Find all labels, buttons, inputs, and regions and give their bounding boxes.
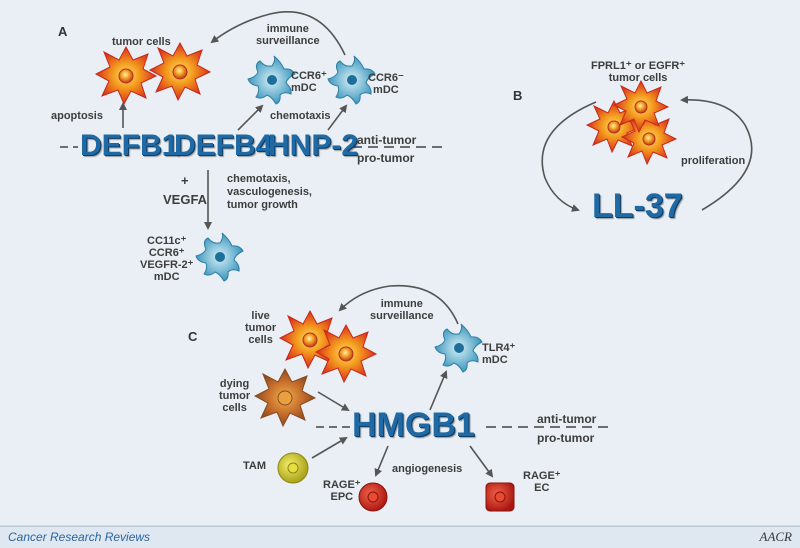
dying-tumor-cell-icon [253, 367, 317, 428]
loop-arrow-right [680, 95, 753, 211]
panel-c-label: C [188, 329, 198, 344]
dendritic-cell-icon [195, 232, 244, 282]
dendritic-cell-icon [434, 323, 483, 373]
hmgb1-label: HMGB1 [352, 406, 475, 444]
ccr6-neg-mdc-label: CCR6⁻ mDC [368, 72, 404, 96]
plus-sign: + [181, 173, 189, 188]
anti-tumor-label: anti-tumor [357, 133, 417, 147]
live-cells-label: live tumor cells [245, 310, 277, 346]
chemotaxis-arrow [327, 104, 348, 131]
proliferation-label: proliferation [681, 155, 746, 167]
angiogenesis-arrow [374, 445, 389, 477]
tumor-cell-icon [612, 79, 670, 134]
release-arrow [317, 391, 350, 412]
tumor-cell-icon [314, 323, 378, 384]
panel-a-label: A [58, 24, 68, 39]
cd11c-mdc-label: CC11c⁺ CCR6⁺ VEGFR-2⁺ mDC [140, 235, 194, 283]
tumor-cell-icon [94, 45, 158, 106]
vegfa-label: VEGFA [163, 192, 208, 207]
receptor-cells-label: FPRL1⁺ or EGFR⁺ tumor cells [591, 60, 686, 84]
immune-surveillance-label-c: immune surveillance [370, 298, 434, 322]
rage-epc-label: RAGE⁺ EPC [323, 479, 361, 503]
footer-bar: Cancer Research Reviews AACR [0, 526, 800, 548]
tumor-cells-label: tumor cells [112, 36, 171, 48]
surveillance-arrow [210, 10, 346, 56]
tumor-cell-icon [148, 41, 212, 102]
epc-cell-icon [358, 482, 388, 512]
dendritic-cell-icon [247, 55, 296, 105]
pro-tumor-label-c: pro-tumor [537, 431, 595, 445]
tlr4-mdc-label: TLR4⁺ mDC [482, 342, 516, 366]
gene-defb4: DEFB4 [174, 129, 273, 162]
pro-effects-label: chemotaxis, vasculogenesis, tumor growth [227, 173, 312, 211]
rage-ec-label: RAGE⁺ EC [523, 470, 561, 494]
ccr6-pos-mdc-label: CCR6⁺ mDC [291, 70, 327, 94]
dendritic-cell-icon [327, 55, 376, 105]
tam-cell-icon [277, 452, 309, 484]
surveillance-arrow [338, 284, 459, 325]
chemotaxis-label: chemotaxis [270, 110, 331, 122]
tam-label: TAM [243, 460, 267, 472]
activation-arrow [429, 370, 448, 411]
aacr-logo: AACR [759, 529, 793, 544]
ll37-label: LL-37 [592, 187, 683, 225]
gene-hnp2: HNP-2 [268, 129, 359, 162]
tumor-cell-icon [620, 111, 678, 166]
angiogenesis-label: angiogenesis [392, 463, 463, 475]
tam-arrow [311, 436, 348, 459]
dying-cells-label: dying tumor cells [219, 378, 251, 414]
journal-name: Cancer Research Reviews [8, 530, 151, 544]
gene-defb1: DEFB1 [80, 129, 179, 162]
ec-cell-icon [485, 482, 515, 512]
pro-tumor-label: pro-tumor [357, 151, 415, 165]
angiogenesis-arrow [469, 445, 494, 478]
immune-surveillance-label: immune surveillance [256, 23, 320, 47]
panel-b-label: B [513, 88, 523, 103]
anti-tumor-label-c: anti-tumor [537, 412, 597, 426]
loop-arrow-left [541, 101, 597, 212]
chemotaxis-arrow [237, 104, 264, 131]
apoptosis-label: apoptosis [51, 110, 103, 122]
